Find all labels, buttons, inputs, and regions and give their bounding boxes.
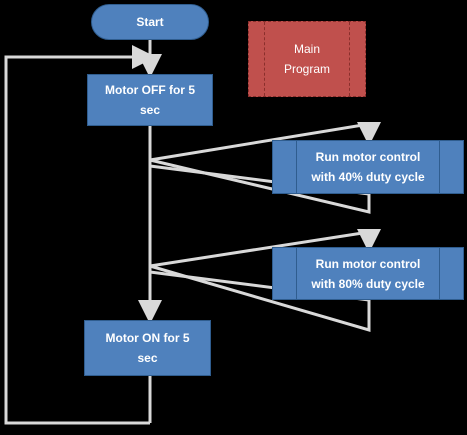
main-program-box[interactable]: Main Program	[248, 21, 366, 97]
run-40-label: Run motor control with 40% duty cycle	[311, 147, 424, 187]
run-80-line2: with 80% duty cycle	[311, 276, 425, 291]
motor-off-label: Motor OFF for 5 sec	[105, 80, 195, 120]
motor-on-label: Motor ON for 5 sec	[106, 328, 190, 368]
start-terminal[interactable]: Start	[91, 4, 209, 40]
run-40-box[interactable]: Run motor control with 40% duty cycle	[272, 140, 464, 194]
motor-on-line1: Motor ON for 5	[105, 331, 190, 345]
run-80-border	[296, 248, 440, 299]
motor-on-line2: sec	[137, 351, 158, 365]
motor-off-line1: Motor OFF for 5	[105, 83, 195, 97]
main-program-border	[264, 22, 350, 96]
run-40-line1: Run motor control	[315, 150, 421, 164]
loop-line-left	[4, 45, 156, 425]
main-program-line1: Main	[293, 42, 320, 56]
run-40-border	[296, 141, 440, 193]
motor-on-box[interactable]: Motor ON for 5 sec	[84, 320, 211, 376]
run-40-line2: with 40% duty cycle	[311, 170, 425, 184]
arrow-to-run40	[149, 122, 381, 162]
arrow-to-run80	[149, 229, 381, 268]
line-run80-return	[149, 264, 371, 333]
run-80-line1: Run motor control	[315, 256, 421, 271]
motor-off-line2: sec	[139, 103, 161, 117]
line-run40-return	[149, 158, 371, 214]
start-label: Start	[136, 15, 164, 29]
run-80-label: Run motor control with 80% duty cycle	[311, 254, 424, 294]
main-program-line2: Program	[283, 62, 330, 76]
motor-off-box[interactable]: Motor OFF for 5 sec	[87, 74, 213, 126]
main-program-label: Main Program	[284, 39, 330, 79]
run-80-box[interactable]: Run motor control with 80% duty cycle	[272, 247, 464, 300]
